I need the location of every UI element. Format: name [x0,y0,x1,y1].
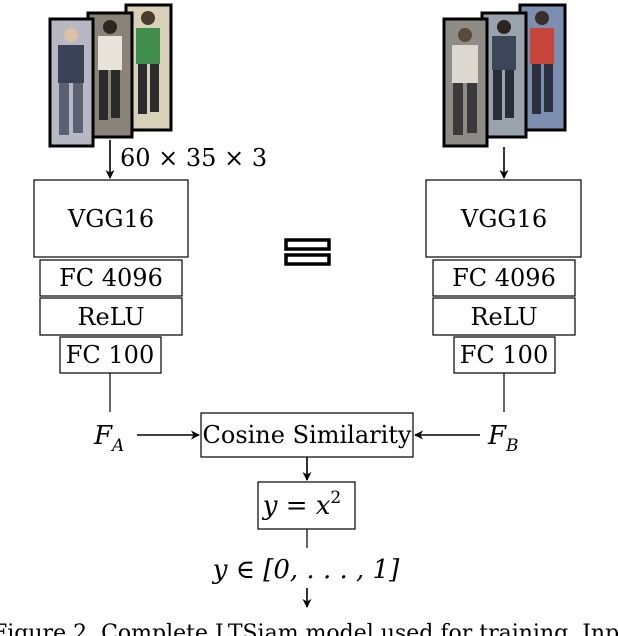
left-vgg16-label: VGG16 [67,205,154,233]
left-relu-label: ReLU [77,303,144,331]
right-vgg16-label: VGG16 [460,205,547,233]
left-fc100-label: FC 100 [66,341,154,369]
cosine-similarity-block: Cosine Similarity [200,412,414,458]
right-fc4096-label: FC 4096 [452,264,556,292]
mapping-function-lhs: y = x [262,491,331,521]
right-relu-label: ReLU [470,303,537,331]
mapping-function-exponent: 2 [330,488,341,508]
svg-text:FA: FA [93,421,124,456]
left-fc100-block: FC 100 [59,336,162,374]
figure-caption: Figure 2. Complete LTSiam model used for… [0,621,618,636]
right-person-image-2 [480,11,528,139]
left-person-image-2 [86,11,134,139]
right-fc4096-block: FC 4096 [432,259,576,297]
right-feature-subscript: B [505,436,519,456]
right-vgg16-block: VGG16 [425,179,582,258]
output-range-label: y ∈ [0, . . . , 1] [212,555,400,585]
left-vgg16-block: VGG16 [33,179,189,258]
right-fc100-label: FC 100 [460,341,548,369]
left-fc4096-block: FC 4096 [39,259,183,297]
left-relu-block: ReLU [39,297,183,336]
right-fc100-block: FC 100 [453,336,556,374]
mapping-function-label: y = x2 [262,488,342,521]
left-input-size-label: 60 × 35 × 3 [120,144,267,172]
right-feature-symbol: F [487,421,507,451]
left-input-image-stack [48,3,173,148]
left-feature-symbol: F [93,421,113,451]
mapping-function-block: y = x2 [257,481,356,530]
cosine-similarity-label: Cosine Similarity [203,421,412,449]
left-person-image-1 [48,17,95,148]
right-input-image-stack [442,3,567,148]
left-fc4096-label: FC 4096 [59,264,163,292]
right-relu-block: ReLU [432,297,576,336]
left-feature-label: FA [93,421,124,456]
equal-sign-icon [284,238,331,266]
svg-text:FB: FB [487,421,519,456]
right-person-image-1 [442,17,489,148]
left-feature-subscript: A [110,436,124,456]
right-feature-label: FB [487,421,519,456]
